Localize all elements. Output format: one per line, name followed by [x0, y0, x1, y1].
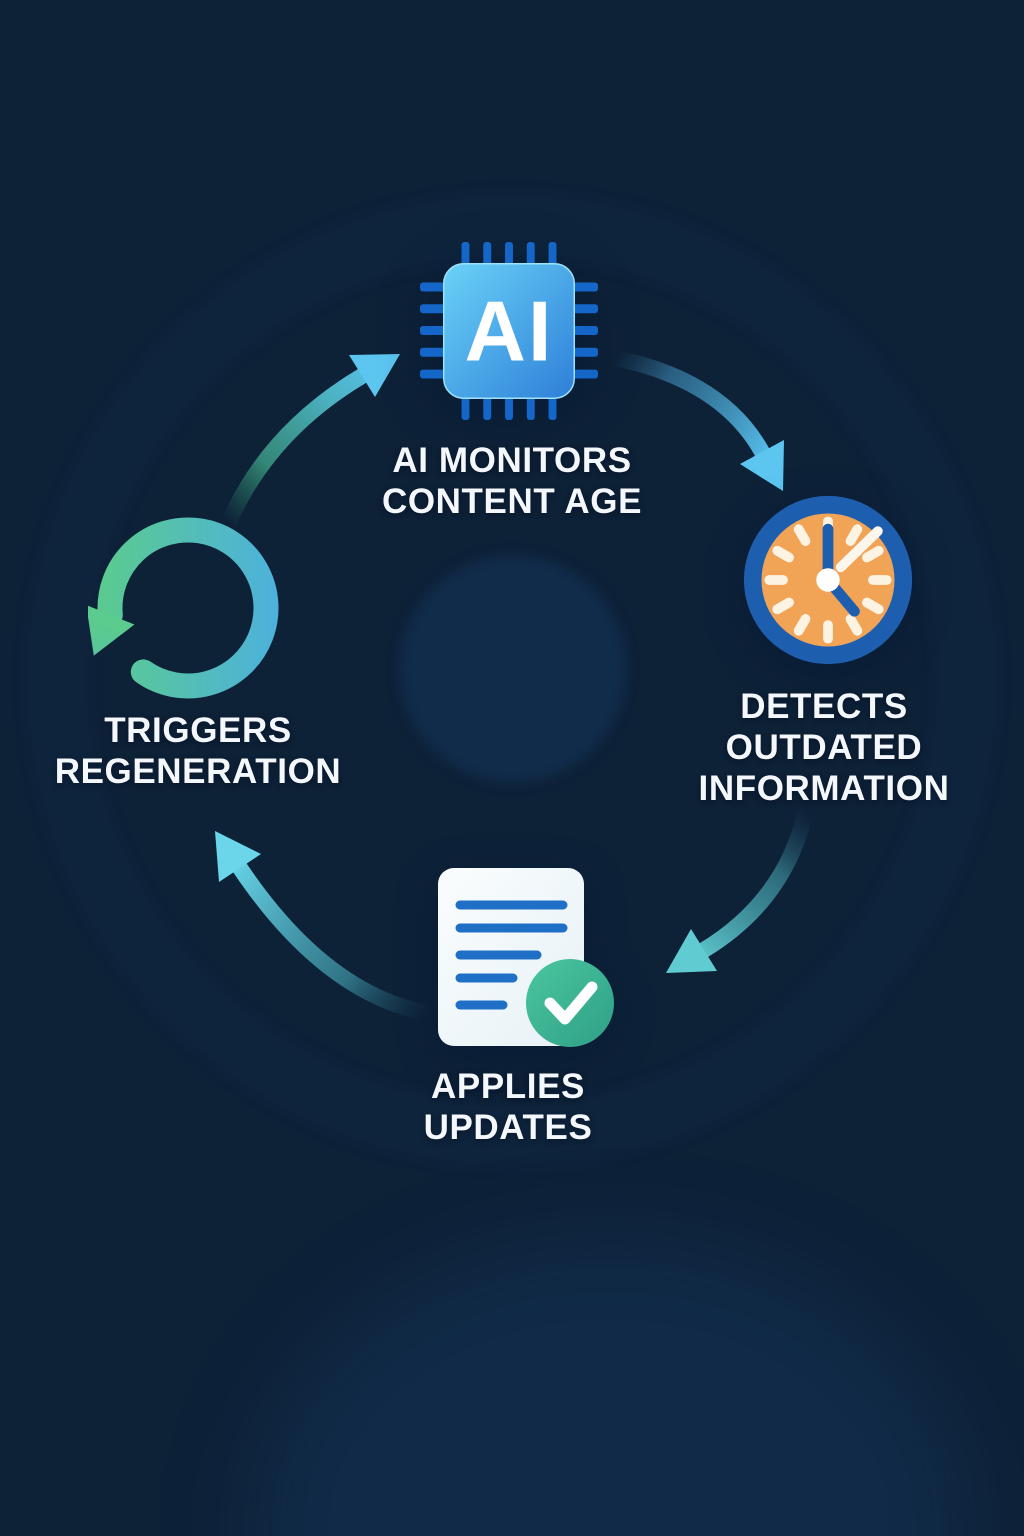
- document-check-icon: [436, 864, 622, 1056]
- arrow-regenerate-to-monitor-icon: [220, 354, 400, 532]
- label-applies-updates: APPLIES UPDATES: [423, 1067, 593, 1147]
- label-ai-monitors-content-age: AI MONITORS CONTENT AGE: [381, 441, 643, 521]
- refresh-icon: [88, 508, 288, 708]
- background-center-circle: [400, 556, 626, 782]
- label-detects-outdated-information: DETECTS OUTDATED INFORMATION: [698, 687, 950, 808]
- chip-ai-text: AI: [465, 285, 554, 380]
- clock-icon: [740, 492, 916, 668]
- arrow-monitor-to-detect-icon: [607, 350, 784, 491]
- ai-chip-icon: AI: [418, 242, 600, 420]
- arrow-detect-to-apply-icon: [666, 802, 814, 973]
- label-triggers-regeneration: TRIGGERS REGENERATION: [54, 711, 342, 791]
- arrow-apply-to-regenerate-icon: [215, 831, 440, 1022]
